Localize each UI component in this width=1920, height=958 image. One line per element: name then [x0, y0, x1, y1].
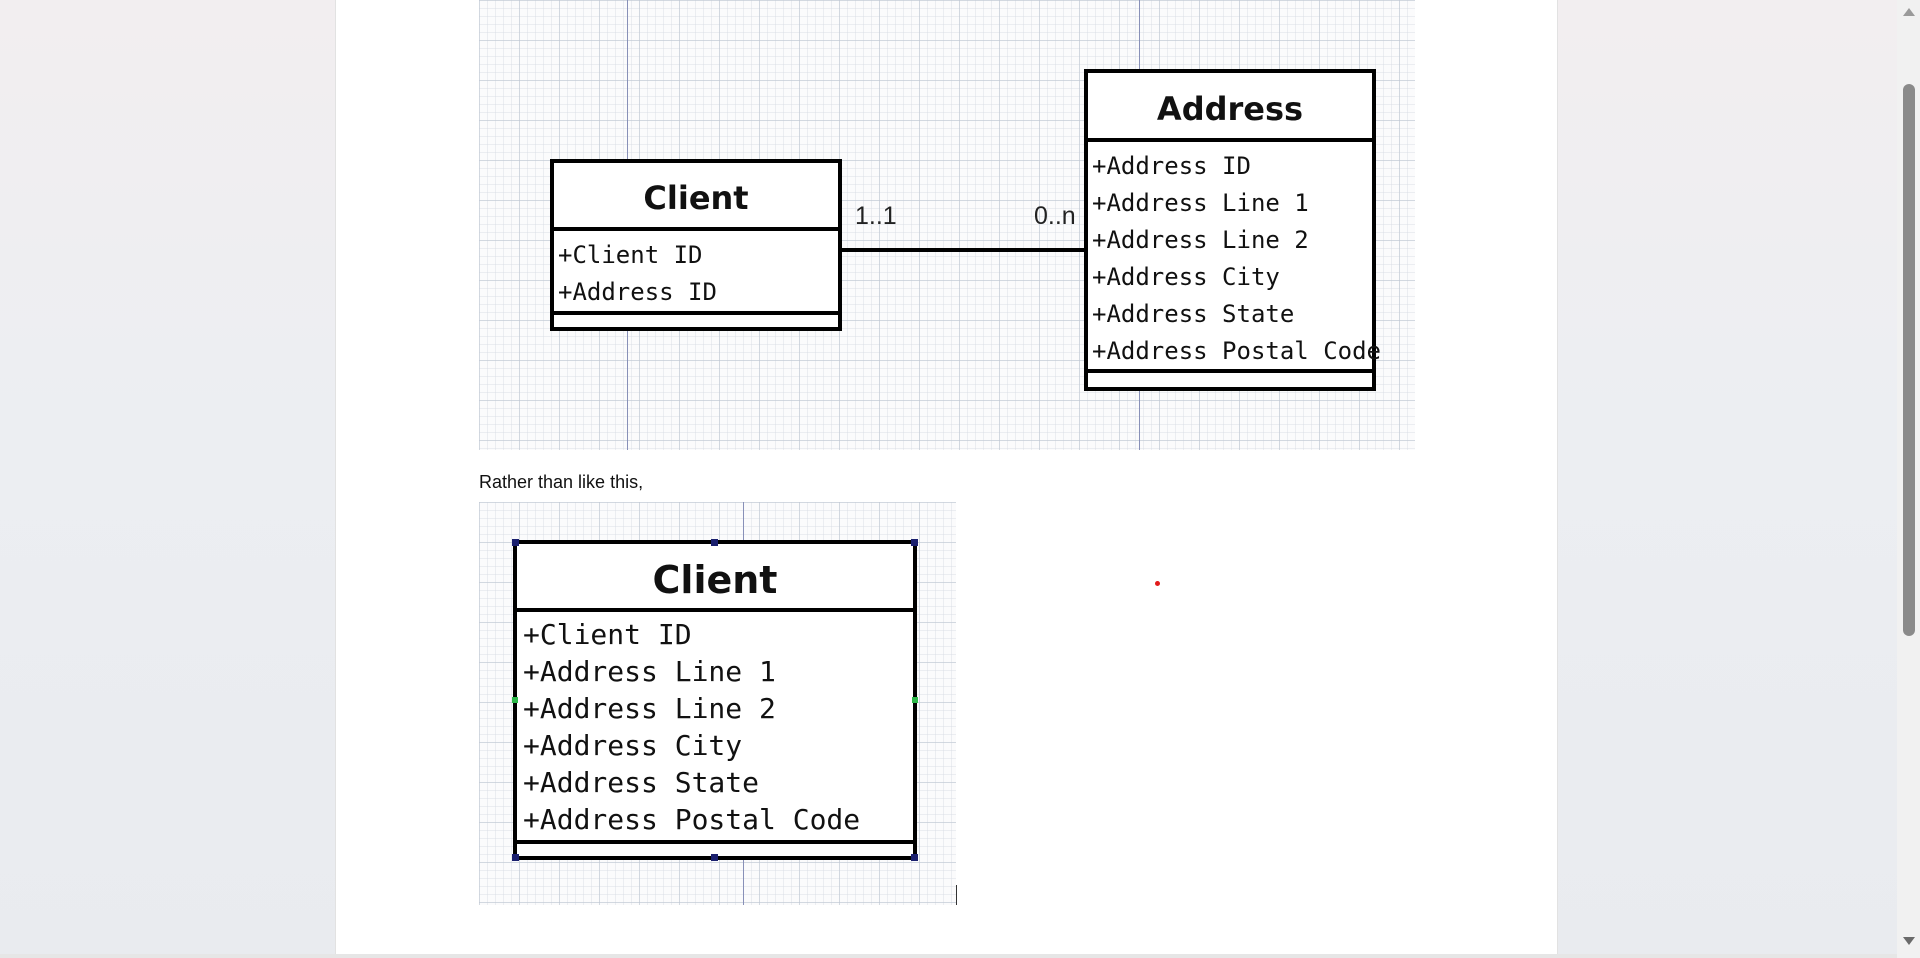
marker-dot	[1155, 581, 1160, 586]
attribute: +Address Line 1	[1092, 189, 1309, 217]
right-multiplicity: 0..n	[1034, 202, 1076, 230]
resize-handle-bottom-right[interactable]	[911, 854, 918, 861]
resize-handle-bottom[interactable]	[711, 854, 718, 861]
attribute: +Address Line 2	[1092, 226, 1309, 254]
attribute: +Address State	[523, 766, 760, 799]
attribute: +Address City	[1092, 263, 1280, 291]
attribute: +Address Line 2	[523, 692, 776, 725]
class-attributes: +Client ID +Address ID	[554, 231, 838, 315]
client-class-box[interactable]: Client +Client ID +Address ID	[550, 159, 842, 331]
attribute: +Address ID	[558, 278, 717, 306]
vertical-scrollbar[interactable]	[1897, 0, 1920, 958]
scroll-up-arrow-icon[interactable]	[1903, 8, 1915, 16]
attribute: +Address Line 1	[523, 655, 776, 688]
left-multiplicity: 1..1	[855, 202, 897, 230]
class-attributes: +Address ID +Address Line 1 +Address Lin…	[1088, 142, 1381, 373]
resize-handle-bottom-left[interactable]	[512, 854, 519, 861]
attribute: +Client ID	[523, 618, 692, 651]
scrollbar-thumb[interactable]	[1903, 84, 1915, 636]
class-title: Client	[517, 544, 913, 612]
attribute: +Address Postal Code	[1092, 337, 1381, 365]
horizontal-scroll-track	[0, 954, 1897, 958]
class-attributes: +Client ID +Address Line 1 +Address Line…	[517, 612, 913, 844]
class-title: Address	[1088, 73, 1372, 142]
association-line[interactable]	[840, 248, 1086, 252]
attribute: +Address State	[1092, 300, 1295, 328]
scroll-down-arrow-icon[interactable]	[1903, 937, 1915, 945]
attribute: +Client ID	[558, 241, 703, 269]
resize-handle-top[interactable]	[711, 539, 718, 546]
connection-handle-left[interactable]	[512, 697, 518, 703]
resize-handle-top-right[interactable]	[911, 539, 918, 546]
attribute: +Address Postal Code	[523, 803, 861, 836]
resize-handle-top-left[interactable]	[512, 539, 519, 546]
attribute: +Address City	[523, 729, 743, 762]
text-cursor	[956, 885, 957, 905]
connection-handle-right[interactable]	[912, 697, 918, 703]
attribute: +Address ID	[1092, 152, 1251, 180]
caption-text: Rather than like this,	[479, 472, 644, 492]
client-class-box-selected[interactable]: Client +Client ID +Address Line 1 +Addre…	[513, 540, 917, 860]
address-class-box[interactable]: Address +Address ID +Address Line 1 +Add…	[1084, 69, 1381, 391]
class-title: Client	[554, 163, 838, 231]
